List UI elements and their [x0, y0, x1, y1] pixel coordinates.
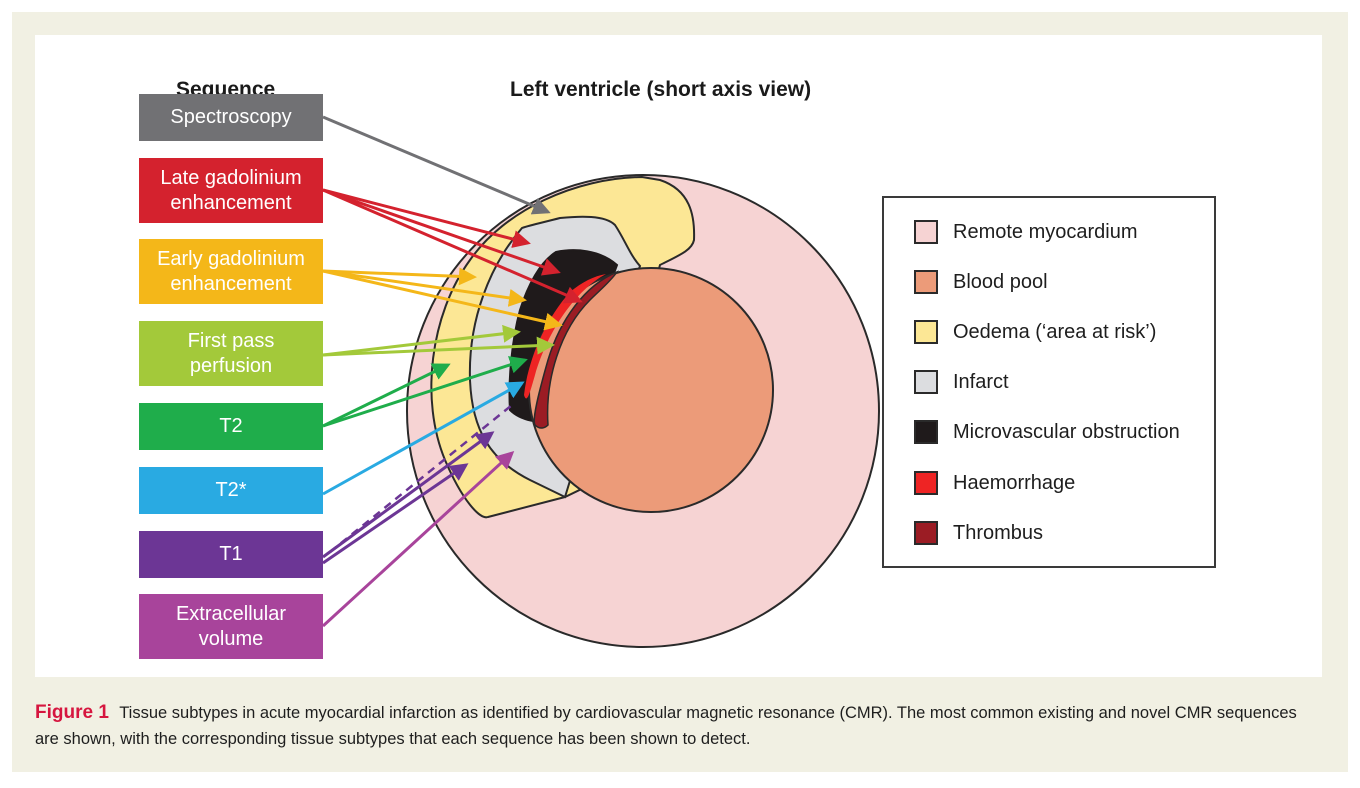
legend-swatch	[914, 420, 938, 444]
legend-swatch	[914, 521, 938, 545]
legend: Remote myocardium Blood pool Oedema (‘ar…	[882, 196, 1216, 568]
arrow-t1-infarct	[322, 431, 495, 559]
sequence-box-late-gadolinium: Late gadolinium enhancement	[139, 158, 323, 223]
ventricle-heading: Left ventricle (short axis view)	[510, 78, 812, 101]
sequence-label: T2*	[215, 479, 247, 501]
arrow-fpp-thrombus	[322, 336, 555, 357]
legend-label: Blood pool	[953, 270, 1048, 293]
arrow-fpp-mvo	[322, 324, 521, 357]
sequence-box-t2: T2	[139, 403, 323, 450]
sequence-box-t1: T1	[139, 531, 323, 578]
arrow-lge-thrombus	[322, 188, 583, 304]
arrow-spectroscopy-infarct	[322, 115, 551, 215]
legend-item-remote-myocardium: Remote myocardium	[914, 218, 1138, 246]
legend-label: Infarct	[953, 370, 1009, 393]
legend-item-haemorrhage: Haemorrhage	[914, 469, 1075, 497]
legend-label: Haemorrhage	[953, 471, 1076, 494]
caption-label: Figure 1	[35, 702, 109, 723]
sequence-box-t2star: T2*	[139, 467, 323, 514]
legend-swatch	[914, 320, 938, 344]
arrow-lge-mvo	[322, 188, 561, 276]
sequence-label: Early gadolinium enhancement	[157, 247, 305, 295]
arrow-ege-oedema	[322, 267, 477, 286]
legend-item-blood-pool: Blood pool	[914, 268, 1048, 296]
sequence-box-spectroscopy: Spectroscopy	[139, 94, 323, 141]
legend-item-infarct: Infarct	[914, 368, 1009, 396]
caption-text: Tissue subtypes in acute myocardial infa…	[35, 704, 1297, 748]
legend-swatch	[914, 471, 938, 495]
legend-item-microvascular-obstruction: Microvascular obstruction	[914, 418, 1180, 446]
legend-swatch	[914, 370, 938, 394]
arrow-lge-infarct	[322, 188, 531, 248]
arrow-ecv-infarct	[321, 450, 515, 628]
sequence-label: Spectroscopy	[170, 106, 292, 128]
thrombus-region	[533, 270, 620, 429]
legend-label: Thrombus	[953, 521, 1044, 544]
arrow-ege-mvo	[322, 269, 527, 307]
arrow-t2-haemorrhage	[322, 356, 528, 428]
figure-caption: Figure 1 Tissue subtypes in acute myocar…	[35, 700, 1325, 752]
sequence-label: Extracellular volume	[175, 602, 287, 650]
legend-label: Oedema (‘area at risk’)	[953, 320, 1157, 343]
sequence-label: Late gadolinium enhancement	[160, 166, 302, 214]
sequence-label: T1	[219, 543, 243, 565]
arrow-ege-thrombus	[322, 269, 563, 331]
arrow-t2star-haemorrhage	[322, 381, 525, 496]
sequence-label: T2	[219, 415, 243, 437]
legend-label: Remote myocardium	[953, 220, 1138, 243]
legend-item-oedema: Oedema (‘area at risk’)	[914, 318, 1156, 346]
legend-label: Microvascular obstruction	[953, 420, 1180, 443]
legend-item-thrombus: Thrombus	[914, 519, 1043, 547]
sequence-box-first-pass-perfusion: First pass perfusion	[139, 321, 323, 386]
legend-swatch	[914, 220, 938, 244]
sequence-box-early-gadolinium: Early gadolinium enhancement	[139, 239, 323, 304]
sequence-box-extracellular-volume: Extracellular volume	[139, 594, 323, 659]
arrow-t1-mvo-dashed	[329, 404, 513, 553]
arrow-t1-oedema	[322, 463, 469, 565]
arrow-t2-oedema	[322, 363, 451, 428]
sequence-label: First pass perfusion	[187, 329, 275, 377]
legend-swatch	[914, 270, 938, 294]
